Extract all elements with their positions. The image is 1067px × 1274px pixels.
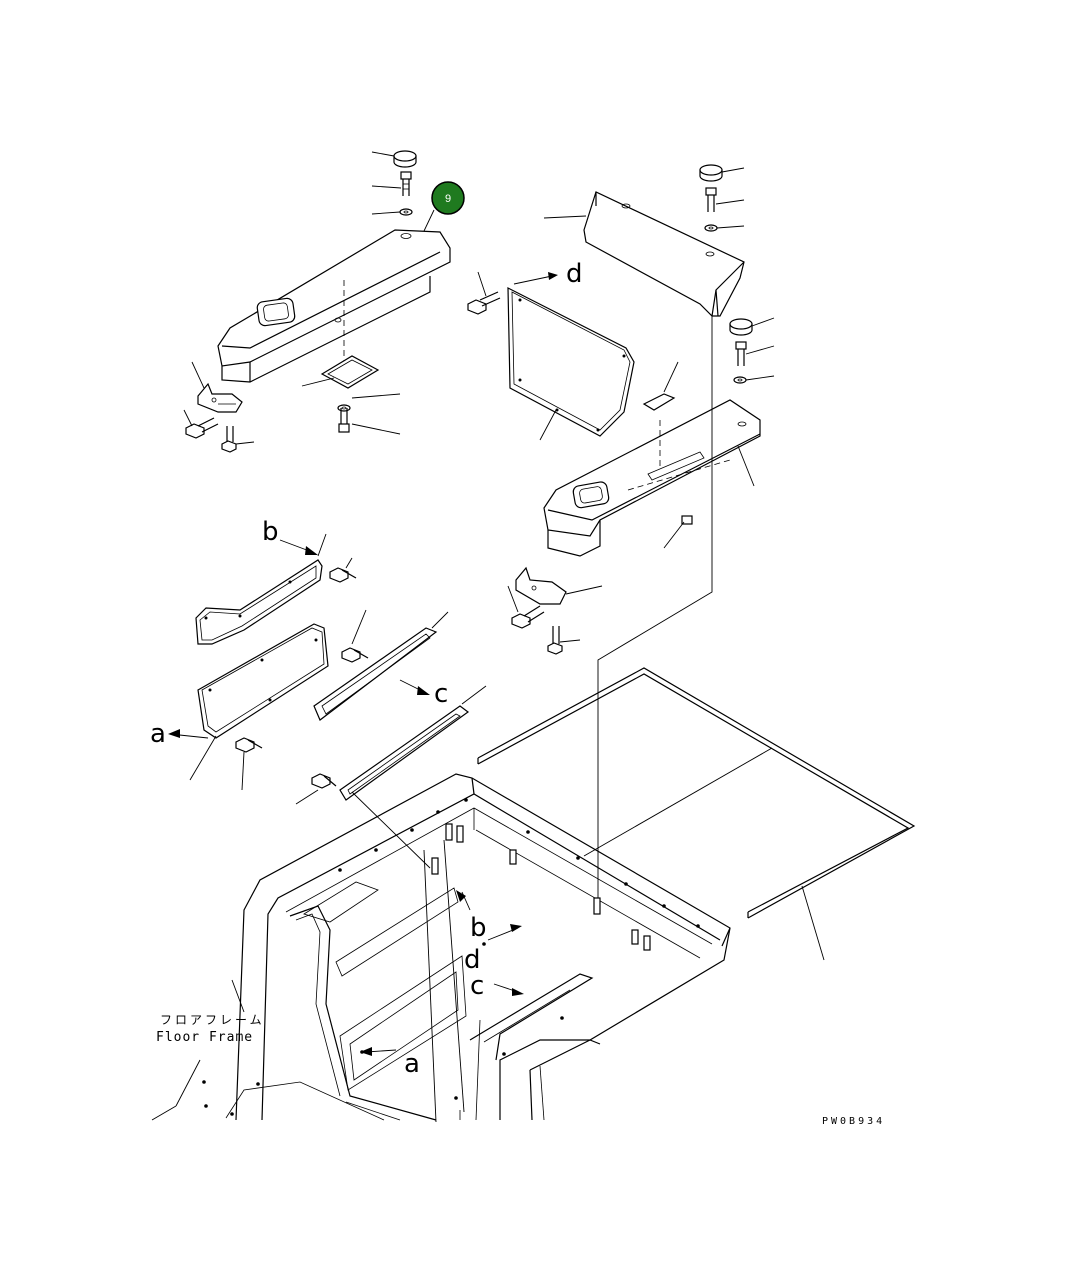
panel-bolt	[467, 271, 501, 315]
left-cap-bolt-washer	[393, 150, 417, 216]
callout-9-circle[interactable]	[431, 181, 465, 215]
label-b-left: b	[262, 517, 279, 547]
left-lower-bolt	[337, 404, 351, 433]
frame-holes	[202, 798, 700, 1116]
drawing-code: PW0B934	[822, 1116, 885, 1127]
left-bracket	[185, 382, 243, 453]
left-console-body	[217, 229, 451, 390]
label-c-frame: c	[470, 971, 484, 1001]
left-panels-assembly: b a	[150, 517, 487, 805]
grip-strip	[642, 361, 679, 411]
floor-frame-label: フロアフレーム Floor Frame	[151, 979, 265, 1121]
panel-a	[168, 623, 329, 781]
left-console-assembly	[183, 150, 451, 453]
label-a-frame: a	[404, 1049, 420, 1079]
right-console-body	[543, 399, 761, 557]
floor-frame-jp: フロアフレーム	[160, 1013, 265, 1027]
right-bracket	[507, 566, 603, 655]
right-mid-cap-bolt	[729, 317, 775, 384]
label-c-mid: c	[434, 679, 448, 709]
label-d-frame: d	[464, 945, 481, 975]
floor-frame-en: Floor Frame	[156, 1030, 253, 1045]
large-side-panel	[507, 287, 635, 441]
left-console-leaders	[183, 151, 435, 445]
panel-b	[195, 533, 327, 645]
callout-9[interactable]: 9	[431, 181, 465, 215]
callout-9-number: 9	[445, 193, 451, 205]
frame-arrows	[360, 890, 524, 1056]
panel-bolts	[235, 557, 369, 805]
right-console-drop-line	[597, 316, 713, 900]
gasket-c	[313, 611, 449, 721]
clip	[663, 515, 693, 549]
label-b-frame: b	[470, 913, 487, 943]
top-right-cover-assembly: d	[467, 164, 745, 441]
floor-mat	[477, 667, 916, 961]
label-d-top: d	[566, 259, 583, 289]
label-a-left: a	[150, 719, 166, 749]
frame-studs	[431, 823, 651, 951]
right-console-assembly	[507, 316, 775, 900]
right-top-cap-bolt	[699, 164, 745, 232]
left-access-plate	[320, 355, 380, 389]
arrow-d-top	[513, 272, 558, 285]
floor-frame	[202, 773, 731, 1123]
long-top-cover	[543, 191, 745, 317]
gasket-lower	[339, 685, 487, 801]
